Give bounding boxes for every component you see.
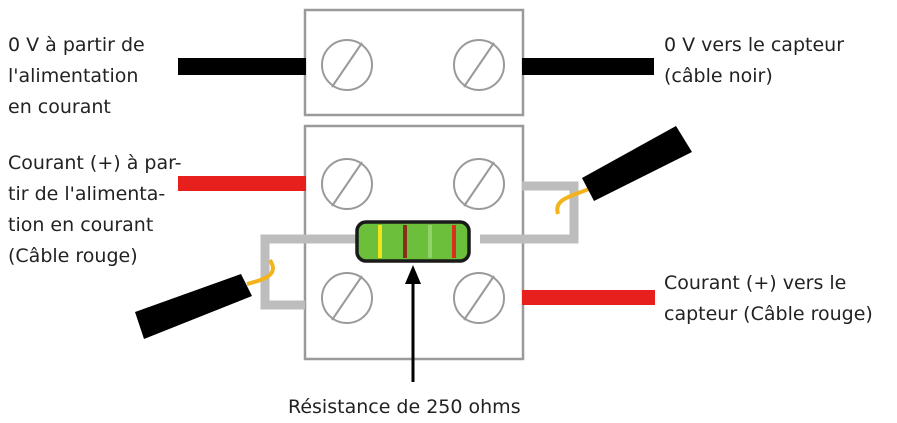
black-wire-left bbox=[178, 58, 306, 75]
label-line: en courant bbox=[8, 96, 111, 118]
screw-icon bbox=[453, 158, 505, 210]
label-line: (Câble rouge) bbox=[8, 245, 138, 267]
label-line: Courant (+) vers le bbox=[664, 272, 847, 294]
black-wire-right bbox=[522, 58, 654, 75]
label-line: tion en courant bbox=[8, 214, 154, 236]
yellow-lead-left bbox=[246, 258, 275, 286]
resistor-band-green bbox=[428, 225, 432, 258]
label-line: l'alimentation bbox=[8, 65, 139, 87]
label-line: Résistance de 250 ohms bbox=[288, 396, 521, 418]
screw-icon bbox=[321, 272, 373, 324]
gray-wire-left bbox=[260, 234, 357, 310]
probe-clip-icon bbox=[135, 274, 252, 339]
gray-wire-right bbox=[480, 181, 579, 244]
screw-icon bbox=[453, 39, 505, 91]
arrow-up-icon bbox=[405, 265, 421, 382]
label-0v-from-supply: 0 V à partir de l'alimentation en couran… bbox=[8, 30, 145, 123]
screw-icon bbox=[321, 39, 373, 91]
yellow-lead-right bbox=[555, 186, 592, 215]
label-current-to-sensor: Courant (+) vers le capteur (Câble rouge… bbox=[664, 268, 873, 330]
probe-clip-icon bbox=[582, 126, 692, 201]
label-0v-to-sensor: 0 V vers le capteur (câble noir) bbox=[664, 30, 844, 92]
label-line: capteur (Câble rouge) bbox=[664, 303, 873, 325]
screw-icon bbox=[453, 272, 505, 324]
resistor-band-red bbox=[452, 225, 456, 258]
label-line: (câble noir) bbox=[664, 65, 773, 87]
screw-icon bbox=[321, 158, 373, 210]
red-wire-right bbox=[522, 290, 655, 305]
label-line: tir de l'alimenta- bbox=[8, 183, 166, 205]
resistor-band-brown bbox=[403, 225, 407, 258]
label-resistor: Résistance de 250 ohms bbox=[288, 394, 521, 420]
resistor-icon bbox=[355, 220, 471, 263]
label-current-from-supply: Courant (+) à par- tir de l'alimenta- ti… bbox=[8, 148, 182, 272]
resistor-band-yellow bbox=[378, 225, 382, 258]
red-wire-left bbox=[178, 176, 306, 191]
label-line: 0 V à partir de bbox=[8, 34, 145, 56]
label-line: Courant (+) à par- bbox=[8, 152, 182, 174]
label-line: 0 V vers le capteur bbox=[664, 34, 844, 56]
